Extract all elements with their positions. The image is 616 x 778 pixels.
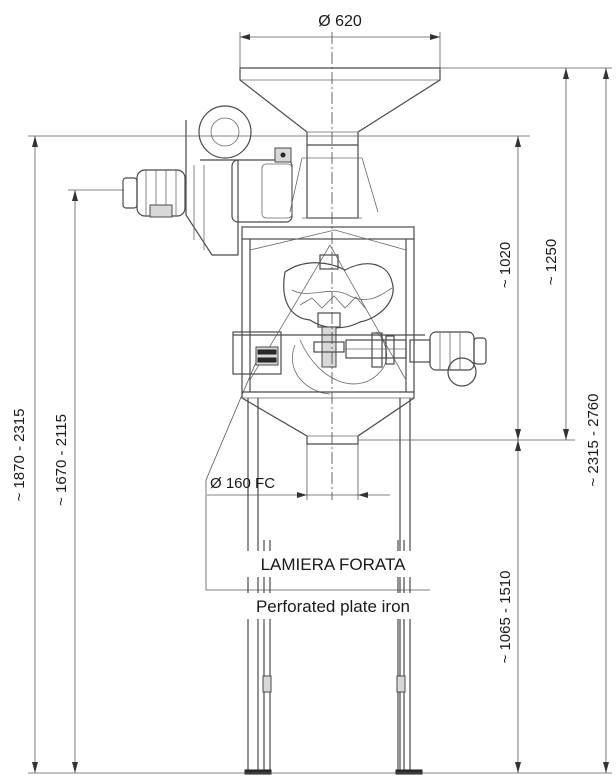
right-motor <box>409 331 487 387</box>
height-2315-2760-label: ~ 2315 - 2760 <box>585 394 602 487</box>
pulley-guard <box>232 331 425 375</box>
height-1065-1510-label: ~ 1065 - 1510 <box>497 571 514 664</box>
rotor <box>283 254 394 395</box>
feed-neck <box>306 145 359 219</box>
fan-motor <box>122 169 186 218</box>
blower-fan <box>185 105 293 256</box>
height-1250-label: ~ 1250 <box>543 239 560 285</box>
outlet-diameter-label: Ø 160 FC <box>210 475 275 492</box>
top-hopper <box>239 67 441 146</box>
callout-label-italian: LAMIERA FORATA <box>261 555 407 574</box>
height-1020-label: ~ 1020 <box>497 242 514 288</box>
dimension-lines <box>28 32 612 774</box>
support-legs <box>244 398 423 775</box>
height-1670-2115-label: ~ 1670 - 2115 <box>53 414 70 506</box>
top-diameter-label: Ø 620 <box>318 13 362 30</box>
machine-body <box>122 67 487 775</box>
callout-label-english: Perforated plate iron <box>256 597 410 616</box>
drive-shaft <box>313 312 407 368</box>
height-1870-2315-label: ~ 1870 - 2315 <box>11 409 28 502</box>
